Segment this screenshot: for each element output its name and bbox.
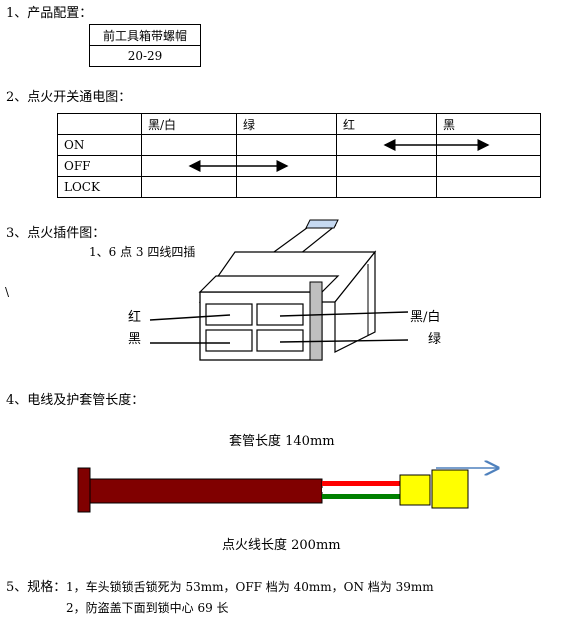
pin-slot-2 xyxy=(256,303,304,326)
sleeve-tube xyxy=(89,478,323,504)
pin-slot-3 xyxy=(205,329,253,352)
connector-diagram xyxy=(149,219,409,361)
row-label-on: ON xyxy=(57,134,142,156)
right-label-green: 绿 xyxy=(428,332,442,347)
config-value-cell: 20-29 xyxy=(89,45,201,67)
wire-diagram xyxy=(77,456,510,513)
green-wire xyxy=(322,494,402,499)
spec-line-2: 2，防盗盖下面到锁中心 69 长 xyxy=(66,601,229,615)
product-config-table: 前工具箱带螺帽 20-29 xyxy=(89,24,201,67)
header-cell-red: 红 xyxy=(336,113,437,135)
right-label-black-white: 黑/白 xyxy=(410,310,441,325)
config-header-cell: 前工具箱带螺帽 xyxy=(89,24,201,46)
black-white-pointer xyxy=(279,311,409,317)
sleeve-end-cap xyxy=(77,467,91,513)
switch-arrows xyxy=(188,139,490,172)
connector-note: 1、6 点 3 四线四插 xyxy=(89,245,196,259)
section-2-heading: 2、点火开关通电图： xyxy=(6,90,132,105)
green-pointer xyxy=(279,339,409,343)
wire-length-label: 点火线长度 200mm xyxy=(222,538,341,553)
connector-body-side xyxy=(334,250,376,353)
red-pointer xyxy=(149,314,231,321)
section-4-heading: 4、电线及护套管长度： xyxy=(6,393,145,408)
sleeve-length-label: 套管长度 140mm xyxy=(229,434,335,449)
section-3-heading: 3、点火插件图： xyxy=(6,226,106,241)
margin-mark: \ xyxy=(5,285,10,299)
left-label-red: 红 xyxy=(128,310,142,325)
red-wire xyxy=(322,481,402,486)
connector-large xyxy=(431,469,469,509)
section-5-heading: 5、规格： xyxy=(6,580,67,595)
pin-slot-4 xyxy=(256,329,304,352)
spec-line-1: 1，车头锁锁舌锁死为 53mm，OFF 档为 40mm，ON 档为 39mm xyxy=(66,580,434,594)
left-label-black: 黑 xyxy=(128,332,142,347)
connector-small xyxy=(399,474,431,506)
section-1-heading: 1、产品配置： xyxy=(6,6,93,21)
